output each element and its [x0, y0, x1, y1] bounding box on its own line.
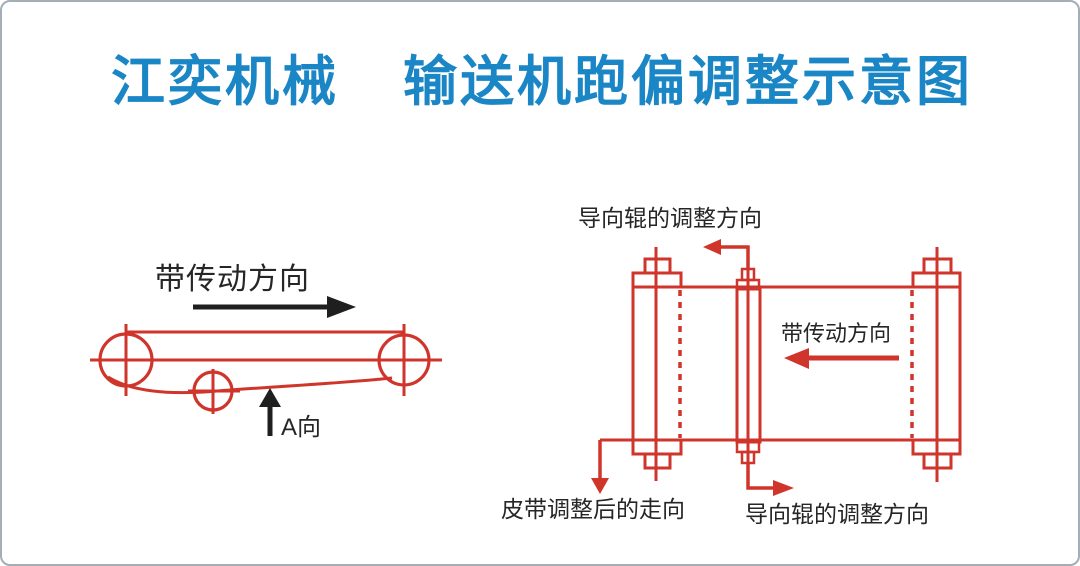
title-company: 江奕机械 [111, 52, 339, 112]
tension-roller [188, 369, 240, 414]
guide-roller-adjust-arrow-top-icon [703, 239, 750, 270]
side-view-drive-direction-label: 带传动方向 [155, 263, 310, 296]
top-view-diagram [591, 239, 962, 496]
page-title: 江奕机械 输送机跑偏调整示意图 [2, 52, 1078, 112]
side-view-diagram [90, 296, 442, 436]
top-view-drive-direction-label: 带传动方向 [781, 321, 892, 346]
right-end-roller [911, 247, 962, 482]
belt-adjusted-direction-label: 皮带调整后的走向 [501, 496, 685, 522]
belt-bottom-sag-line [107, 375, 393, 395]
guide-roller-adjust-arrow-bottom-icon [746, 463, 794, 496]
title-subject: 输送机跑偏调整示意图 [403, 52, 973, 112]
belt-adjusted-direction-arrow-icon [591, 440, 609, 494]
guide-roller [735, 247, 762, 465]
a-view-arrow-icon [259, 388, 281, 436]
guide-roller-adjustment-label-bottom: 导向辊的调整方向 [745, 501, 929, 527]
guide-roller-adjustment-label-top: 导向辊的调整方向 [578, 205, 762, 231]
drive-direction-arrow-icon [193, 296, 356, 318]
left-end-roller [631, 247, 683, 481]
right-pulley [377, 324, 431, 396]
a-view-label: A向 [281, 414, 322, 441]
top-view-drive-direction-arrow-icon [784, 348, 899, 369]
